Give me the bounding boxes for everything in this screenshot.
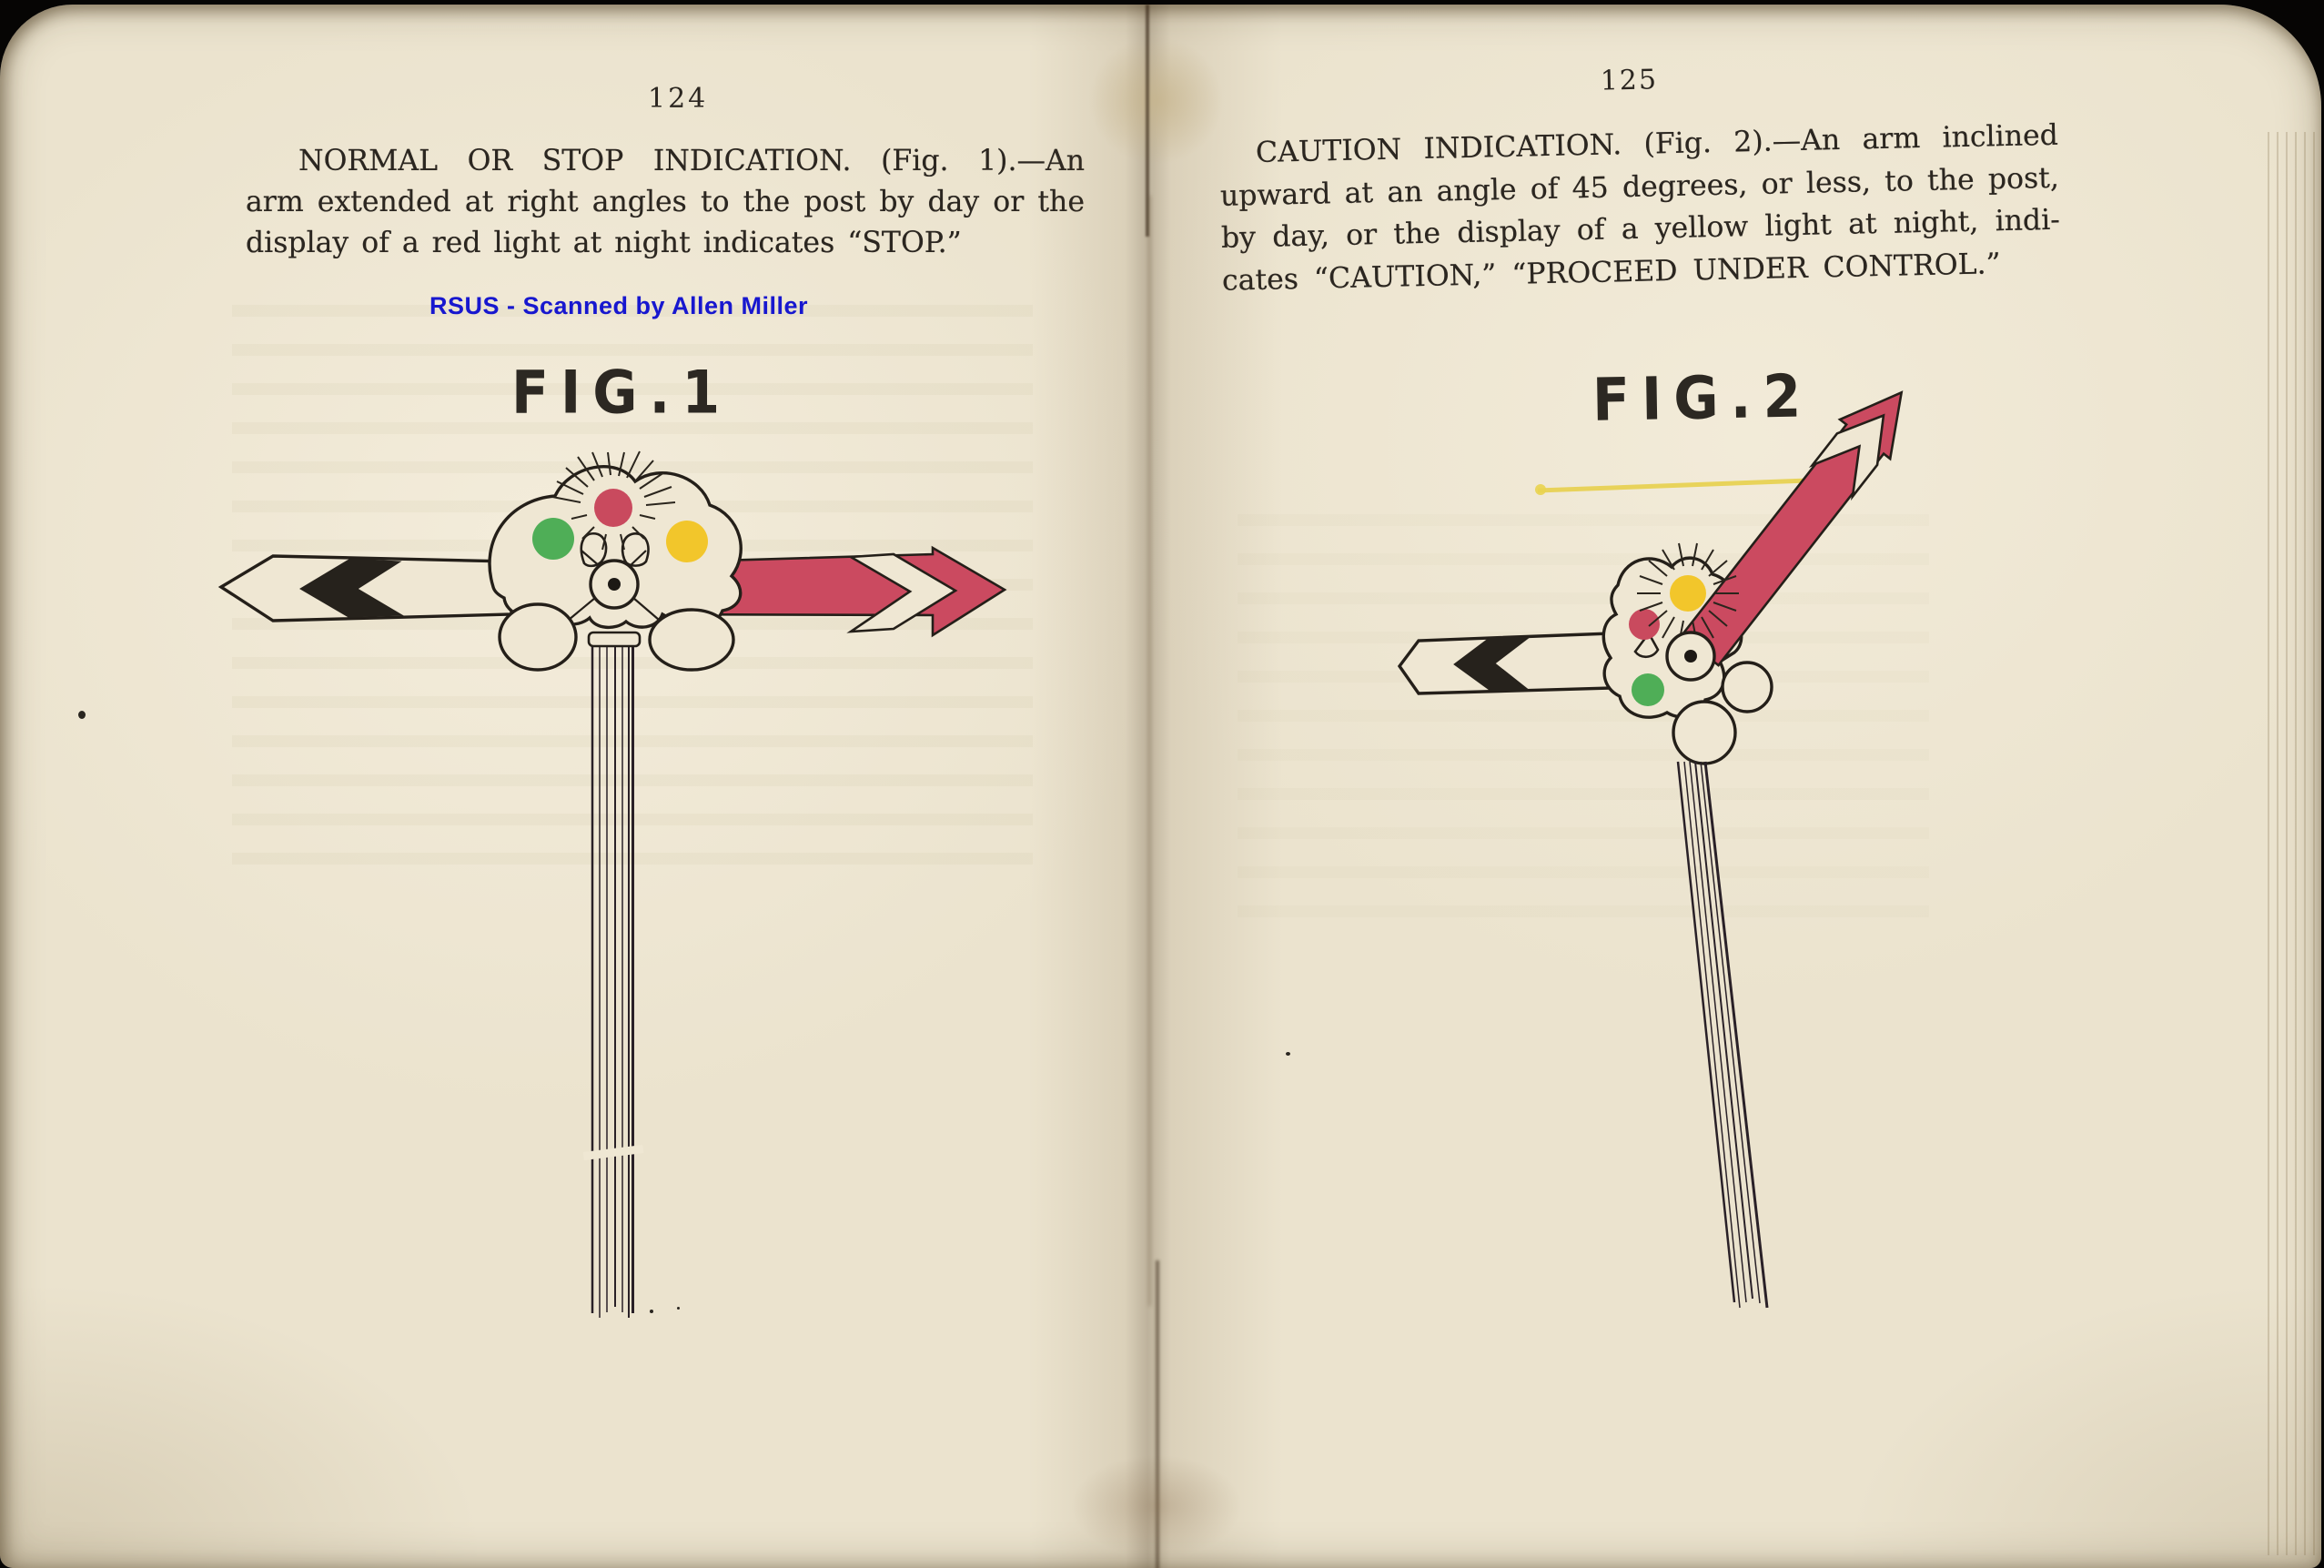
right-page-paragraph: CAUTION INDICATION. (Fig. 2).—An arm inc… [1219, 115, 2062, 302]
left-page-number: 124 [648, 83, 709, 115]
gutter-wrinkle-shadow [1043, 1438, 1270, 1568]
fig1-spectacle-lobe [498, 602, 578, 672]
fig1-red-lamp-rays [551, 450, 676, 551]
fig2-spectacle-lobe [1721, 661, 1773, 713]
fig1-post-collar [587, 631, 642, 648]
paragraph-line: display of a red light at night indicate… [246, 227, 962, 259]
fig2-yellow-lamp-rays [1637, 542, 1739, 644]
fig2-semaphore-illustration [1397, 390, 1904, 1309]
paper-speck [677, 1307, 680, 1310]
left-page-paragraph: NORMAL OR STOP INDICATION. (Fig. 1).—An … [246, 141, 1085, 264]
fig1-back-arm [217, 554, 513, 622]
fig1-semaphore-illustration [217, 450, 1007, 1318]
paragraph-line: NORMAL OR STOP INDICATION. (Fig. 1).—An [298, 145, 1085, 177]
figure-1-label: FIG.1 [511, 359, 733, 428]
fig2-yellow-scratch [1537, 478, 1809, 493]
paper-speck [650, 1310, 653, 1313]
book-pages: 124 NORMAL OR STOP INDICATION. (Fig. 1).… [0, 5, 2321, 1568]
fig2-red-arm [1679, 390, 1904, 667]
page-edge-stack [2268, 132, 2317, 1555]
paper-speck [78, 711, 86, 719]
gutter-crease [1146, 5, 1149, 237]
fig2-spectacle-lobe [1672, 700, 1737, 765]
scan-credit-watermark: RSUS - Scanned by Allen Miller [429, 292, 809, 319]
fig2-back-arm [1397, 632, 1614, 695]
right-page-text-block: 125 CAUTION INDICATION. (Fig. 2).—An arm… [1192, 56, 2070, 303]
paragraph-line: arm extended at right angles to the post… [246, 186, 1085, 218]
gutter-crease [1156, 1260, 1159, 1568]
fig1-yellow-lens [666, 521, 708, 562]
right-page-number: 125 [1600, 64, 1659, 97]
fig2-green-lens [1632, 673, 1664, 706]
gutter-stain [1063, 12, 1249, 189]
fig1-paper-crease [582, 1145, 644, 1160]
fig1-spectacle-lobe [648, 608, 735, 672]
fig1-lamp-housing [488, 450, 743, 630]
gutter-crease [1148, 196, 1151, 1306]
right-page-bleedthrough [1238, 514, 1929, 942]
fig2-post [1676, 761, 1769, 1309]
fig2-yellow-lens-lit [1670, 575, 1706, 612]
fig1-red-lens-lit [594, 489, 632, 527]
fig1-green-lens [532, 518, 574, 560]
fig1-post [591, 647, 634, 1318]
fig2-red-lens [1629, 609, 1660, 640]
paper-speck [1286, 1052, 1290, 1056]
